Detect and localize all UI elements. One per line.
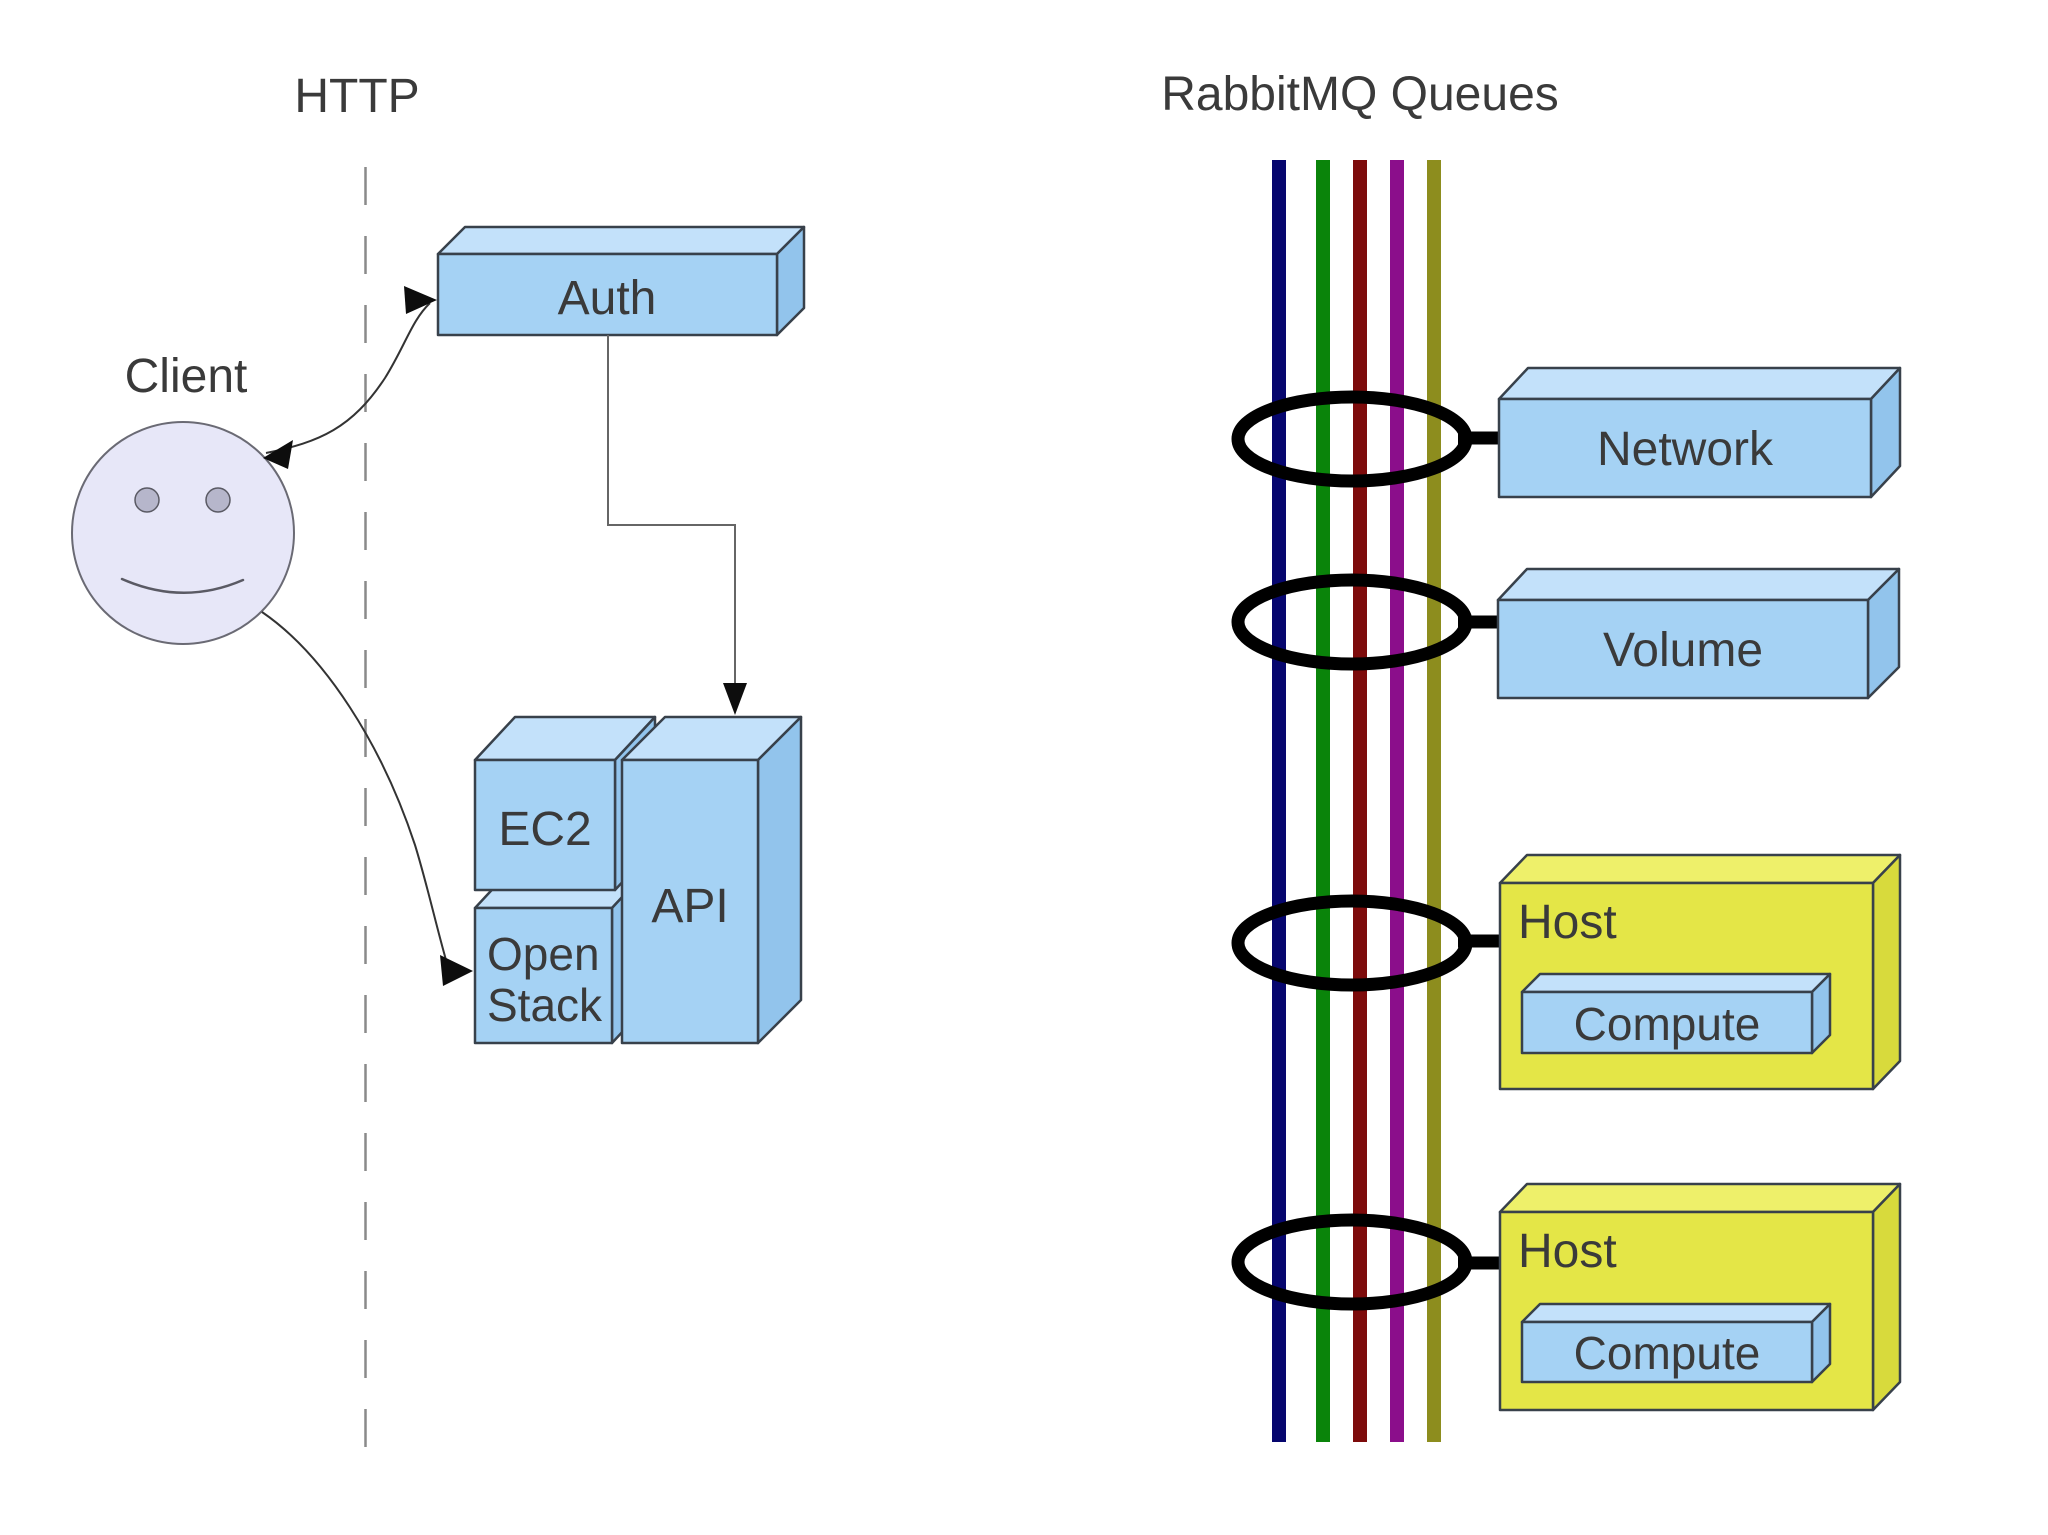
host-box-2: Host Compute <box>1498 1182 1902 1412</box>
compute-1-top-face <box>1520 972 1832 994</box>
api-box-front-face <box>620 758 760 1045</box>
compute-box-2: Compute <box>1520 1302 1832 1384</box>
auth-label: Auth <box>558 272 657 325</box>
compute-1-front-face <box>1520 990 1814 1055</box>
arrowhead-to-client <box>263 440 293 469</box>
openstack-box-front-face <box>473 906 614 1045</box>
arrowhead-to-openstack <box>440 955 473 986</box>
compute-2-front-face <box>1520 1320 1814 1384</box>
queue-rings <box>1231 390 1502 1311</box>
network-box-top-face <box>1497 366 1902 401</box>
host-1-label: Host <box>1518 896 1617 949</box>
queue-line-navy <box>1272 160 1286 1442</box>
host-box-1: Host Compute <box>1498 853 1902 1091</box>
volume-box-top-face <box>1496 567 1901 602</box>
client-label: Client <box>125 350 248 403</box>
client-openstack-link <box>261 611 447 961</box>
ec2-box-front-face <box>473 758 617 892</box>
api-label: API <box>651 880 728 933</box>
compute-1-label: Compute <box>1574 998 1761 1050</box>
compute-box-1: Compute <box>1520 972 1832 1055</box>
host-1-side-face <box>1871 853 1902 1091</box>
rabbitmq-queues-title: RabbitMQ Queues <box>1161 68 1559 121</box>
client-auth-link <box>265 302 431 454</box>
host-2-side-face <box>1871 1182 1902 1412</box>
network-label: Network <box>1597 423 1774 476</box>
api-box: API <box>620 715 803 1045</box>
ec2-label: EC2 <box>498 803 591 856</box>
queue-line-green <box>1316 160 1330 1442</box>
host-1-top-face <box>1498 853 1902 885</box>
openstack-label-line2: Stack <box>487 979 603 1031</box>
client-head <box>71 421 295 645</box>
api-box-side-face <box>756 715 803 1045</box>
queue-line-olive <box>1427 160 1441 1442</box>
client-eye-left <box>134 487 160 513</box>
compute-2-label: Compute <box>1574 1327 1761 1379</box>
http-section-title: HTTP <box>294 70 419 123</box>
volume-label: Volume <box>1603 624 1763 677</box>
host-2-label: Host <box>1518 1225 1617 1278</box>
openstack-label-line1: Open <box>487 928 600 980</box>
volume-box-front-face <box>1496 598 1870 700</box>
client-smile <box>120 577 245 594</box>
queue-line-dark-red <box>1353 160 1367 1442</box>
auth-box-top-face <box>436 225 806 256</box>
client-eye-right <box>205 487 231 513</box>
network-box: Network <box>1497 366 1902 499</box>
arrowhead-to-auth <box>404 286 437 314</box>
client-face <box>71 421 295 645</box>
queue-line-purple <box>1390 160 1404 1442</box>
auth-to-api-connector <box>607 335 736 683</box>
network-box-front-face <box>1497 397 1873 499</box>
compute-2-top-face <box>1520 1302 1832 1324</box>
auth-box: Auth <box>436 225 806 337</box>
queue-lines <box>1272 160 1441 1442</box>
auth-box-front-face <box>436 252 779 337</box>
volume-box: Volume <box>1496 567 1901 700</box>
host-2-top-face <box>1498 1182 1902 1214</box>
arrowhead-to-api <box>723 683 747 715</box>
